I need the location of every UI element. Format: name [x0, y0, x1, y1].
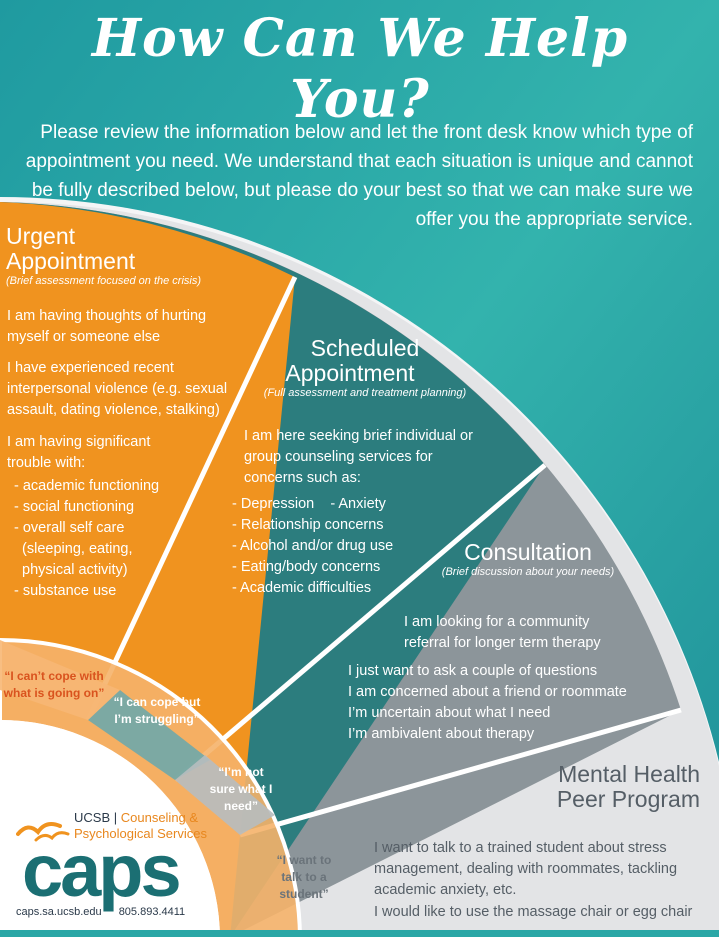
urgent-title-line2: Appointment — [6, 248, 136, 274]
consultation-quote: “I’m not sure what I need” — [209, 765, 273, 813]
scheduled-title-line2: Appointment — [285, 360, 415, 386]
page-title: How Can We Help You? — [91, 8, 629, 130]
caps-wordmark: caps — [22, 829, 182, 912]
urgent-item-2: I have experienced recent interpersonal … — [7, 360, 228, 418]
list-item: - substance use — [14, 583, 117, 599]
peer-title-line1: Mental Health — [558, 761, 700, 787]
list-item: I am concerned about a friend or roommat… — [348, 684, 627, 700]
consultation-item-1: I am looking for a community referral fo… — [404, 614, 601, 651]
intro-text: Please review the information below and … — [25, 122, 693, 230]
list-item: - Eating/body concerns — [232, 559, 381, 575]
peer-quote: “I want to talk to a student” — [276, 853, 332, 901]
list-item: - Academic difficulties — [232, 580, 372, 596]
urgent-quote: “I can’t cope with what is going on” — [3, 669, 105, 700]
scheduled-concern-list: - Depression - Anxiety - Relationship co… — [232, 494, 393, 599]
scheduled-title-line1: Scheduled — [310, 335, 420, 361]
seagull-icon — [16, 822, 70, 842]
list-item: - Relationship concerns — [232, 517, 384, 533]
website-link[interactable]: caps.sa.ucsb.edu — [16, 906, 102, 918]
list-item: - Depression - Anxiety — [232, 496, 386, 512]
peer-item-2: I would like to use the massage chair or… — [374, 904, 693, 920]
peer-title-line2: Peer Program — [556, 786, 700, 812]
urgent-item-3: I am having significant trouble with: — [7, 434, 151, 471]
peer-item-1: I want to talk to a trained student abou… — [374, 840, 678, 898]
consultation-title: Consultation — [464, 539, 592, 565]
list-item: - overall self care — [14, 520, 125, 536]
consultation-subtitle: (Brief discussion about your needs) — [441, 566, 615, 578]
consultation-section: Consultation (Brief discussion about you… — [430, 540, 626, 579]
scheduled-quote: “I can cope but I’m struggling” — [113, 695, 201, 726]
list-item: I’m uncertain about what I need — [348, 705, 551, 721]
consultation-list: I just want to ask a couple of questions… — [348, 661, 627, 745]
phone-number: 805.893.4411 — [118, 906, 186, 918]
list-item: I’m ambivalent about therapy — [348, 726, 535, 742]
peer-section: Mental Health Peer Program — [520, 762, 700, 812]
list-item: physical activity) — [14, 562, 128, 578]
contact-line: caps.sa.ucsb.edu 805.893.4411 — [16, 906, 216, 918]
list-item: - Alcohol and/or drug use — [232, 538, 394, 554]
org-name: UCSB | Counseling & Psychological Servic… — [74, 810, 234, 842]
org-line1: Counseling & — [120, 810, 199, 825]
scheduled-intro: I am here seeking brief individual or gr… — [244, 428, 473, 486]
list-item: - social functioning — [14, 499, 135, 515]
urgent-subtitle: (Brief assessment focused on the crisis) — [6, 275, 202, 287]
urgent-item-1: I am having thoughts of hurting myself o… — [7, 308, 207, 345]
org-line2: Psychological Services — [74, 826, 207, 841]
ucsb-label: UCSB — [74, 810, 111, 825]
list-item: I just want to ask a couple of questions — [348, 663, 598, 679]
urgent-trouble-list: - academic functioning - social function… — [14, 476, 159, 602]
list-item: - academic functioning — [14, 478, 160, 494]
urgent-title-line1: Urgent — [6, 223, 76, 249]
list-item: (sleeping, eating, — [14, 541, 133, 557]
scheduled-subtitle: (Full assessment and treatment planning) — [263, 387, 467, 399]
scheduled-section: Scheduled Appointment (Full assessment a… — [250, 336, 480, 400]
urgent-section: Urgent Appointment (Brief assessment foc… — [6, 224, 256, 288]
